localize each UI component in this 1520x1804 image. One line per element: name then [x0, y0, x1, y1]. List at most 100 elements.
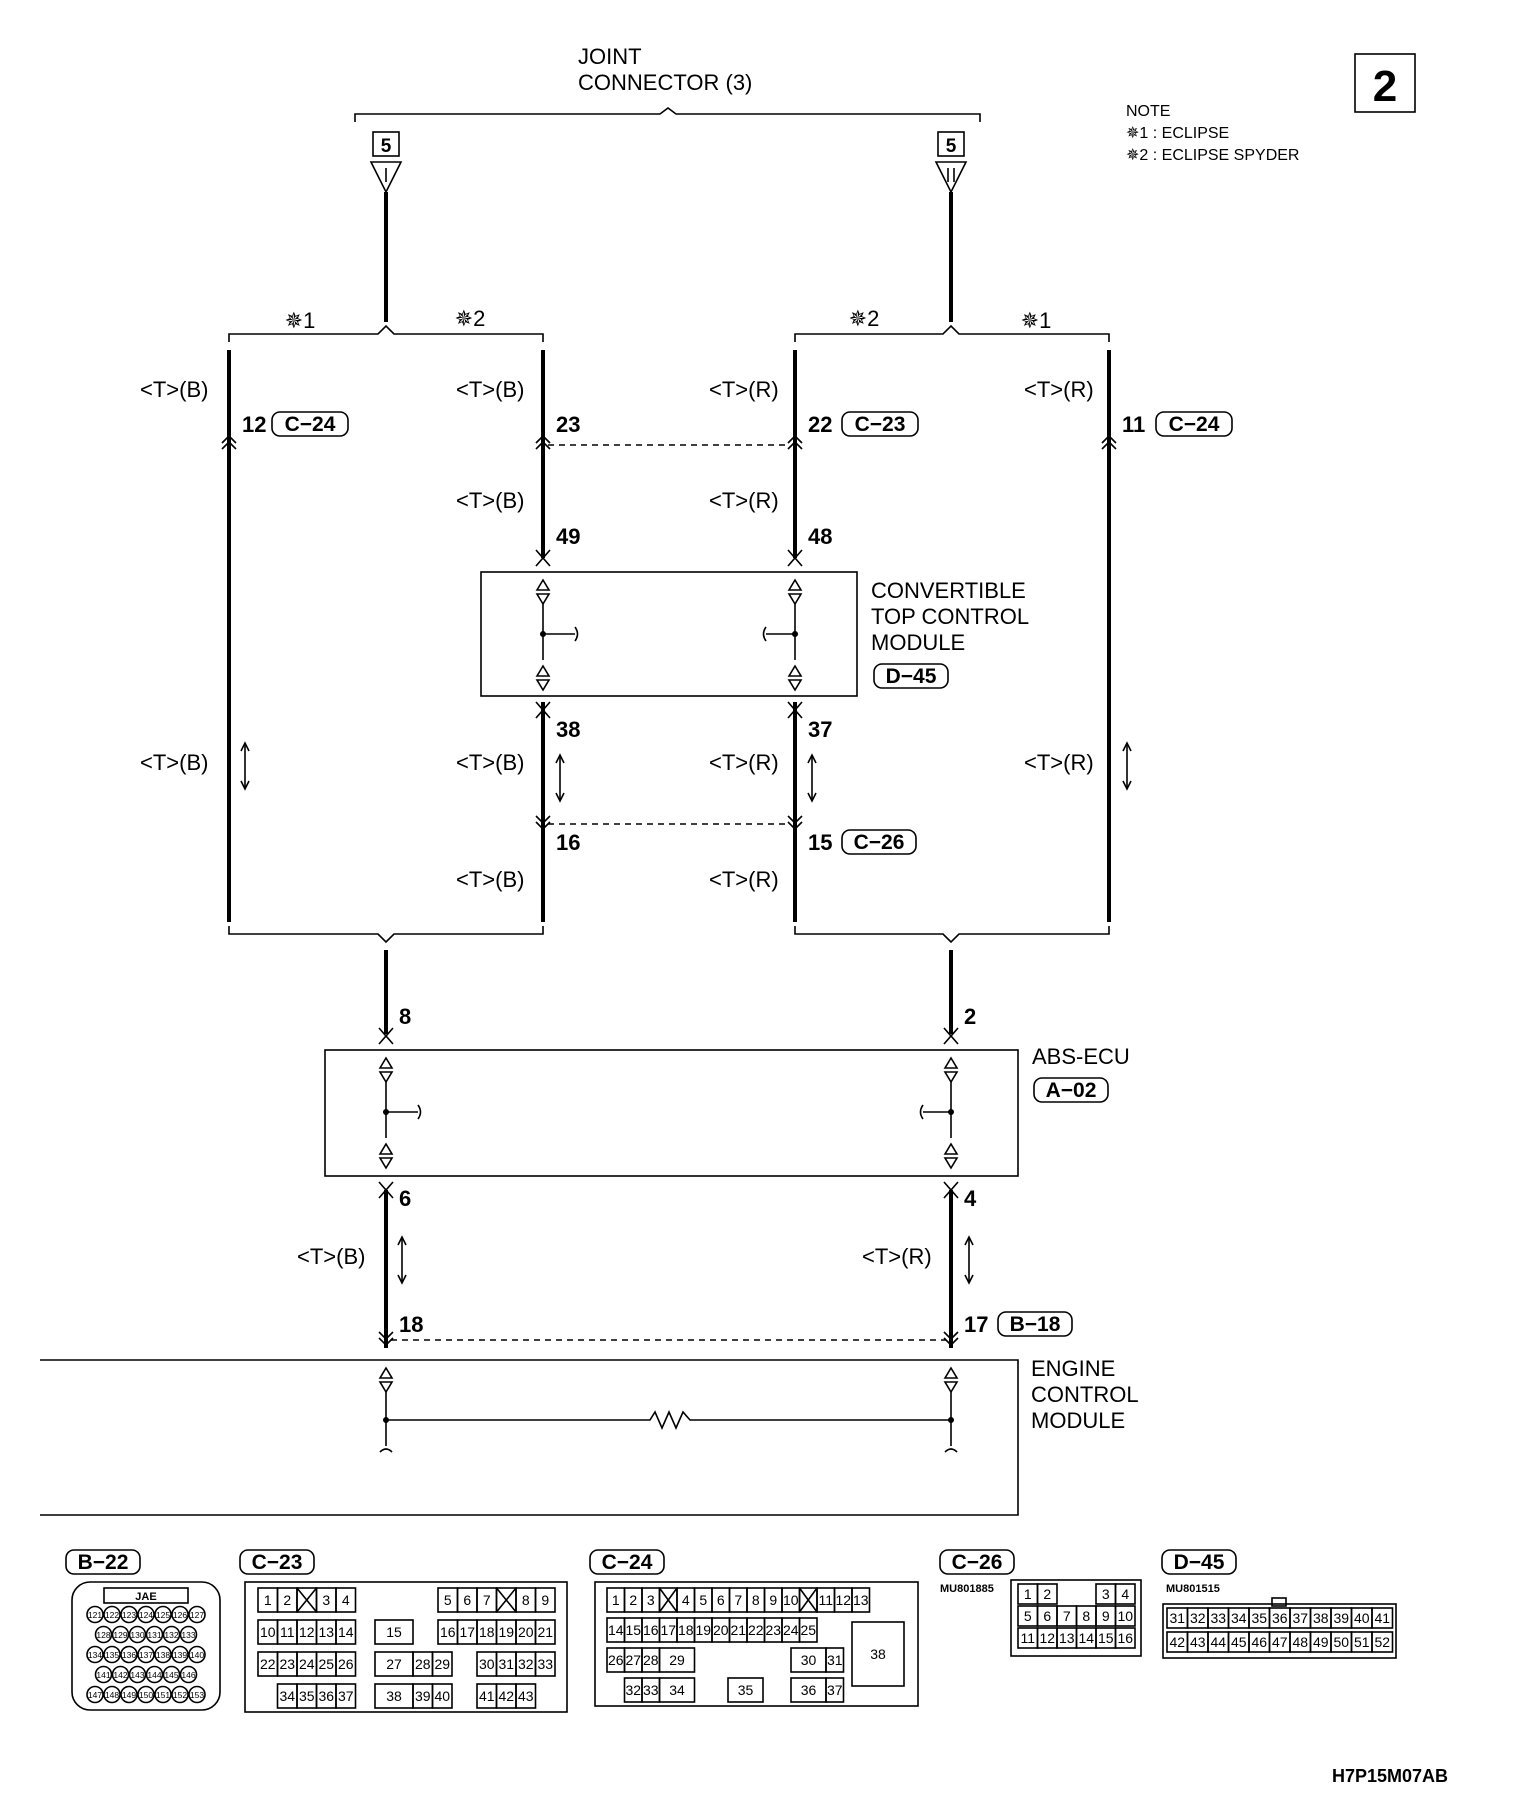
pin-15: 15 — [808, 830, 832, 855]
c26-pin-label: 13 — [1059, 1630, 1075, 1646]
b22-cell — [188, 1685, 206, 1704]
abs-internal-left — [379, 1057, 422, 1169]
c26-pin-label: 16 — [1117, 1630, 1133, 1646]
b22-pin-label: 130 — [130, 1630, 144, 1640]
b22-cell — [162, 1625, 181, 1644]
c23-pin-label: 19 — [498, 1624, 514, 1640]
b22-pin-label: 125 — [156, 1610, 170, 1620]
view-code-c23: C−23 — [252, 1551, 303, 1574]
joint-pin-box-left — [372, 131, 400, 157]
b22-cell — [120, 1685, 138, 1704]
joint-connector-brace — [354, 107, 981, 122]
b22-cell — [145, 1665, 164, 1684]
c23-pin-label: 29 — [434, 1656, 450, 1672]
connector-tag-b18 — [997, 1311, 1073, 1337]
b22-cell — [111, 1665, 130, 1684]
b22-pin-label: 139 — [173, 1650, 187, 1660]
c24-cell — [658, 1647, 696, 1673]
c24-pin-label: 12 — [835, 1592, 851, 1608]
c23-cell — [515, 1683, 537, 1709]
wire-color-label: <T>(B) — [456, 377, 524, 402]
c24-pin-label: 23 — [765, 1622, 781, 1638]
c24-pin-label: 38 — [870, 1646, 886, 1662]
d45-pin-label: 46 — [1251, 1634, 1267, 1650]
b22-jae-label: JAE — [135, 1591, 156, 1603]
c23-pin-label: 25 — [318, 1656, 334, 1672]
c26-cell — [1114, 1605, 1136, 1627]
connector-tag-a02 — [1033, 1077, 1109, 1103]
b22-cell — [171, 1645, 189, 1664]
pin-16: 16 — [556, 830, 580, 855]
c24-pin-label: 35 — [738, 1682, 754, 1698]
engine-control-module-name: ENGINE — [1031, 1356, 1115, 1381]
joint-terminal-right — [934, 161, 968, 194]
view-code-d45: D−45 — [1174, 1551, 1225, 1574]
c24-cell — [658, 1677, 696, 1703]
b22-pin-label: 140 — [190, 1650, 204, 1660]
c24-pin-label: 36 — [801, 1682, 817, 1698]
connector-code-b18: B−18 — [1010, 1313, 1061, 1336]
b22-cell — [154, 1685, 172, 1704]
c23-pin-label: 26 — [338, 1656, 354, 1672]
c24-pin-label: 29 — [669, 1652, 685, 1668]
b22-cell — [179, 1625, 198, 1644]
d45-pin-label: 36 — [1272, 1610, 1288, 1626]
c24-pin-label: 18 — [678, 1622, 694, 1638]
variant-brace-bottom-left — [228, 926, 544, 944]
d45-pin-label: 31 — [1169, 1610, 1185, 1626]
c23-pin-label: 3 — [322, 1592, 330, 1608]
c23-cell — [335, 1619, 357, 1645]
c26-pin-label: 1 — [1024, 1586, 1032, 1602]
c23-pin-label: 2 — [283, 1592, 291, 1608]
c24-pin-label: 30 — [801, 1652, 817, 1668]
c24-blank-cavity — [798, 1587, 818, 1613]
c23-pin-label: 13 — [318, 1624, 334, 1640]
d45-pin-label: 43 — [1190, 1634, 1206, 1650]
c23-cell — [335, 1683, 357, 1709]
c23-pin-label: 33 — [537, 1656, 553, 1672]
wire-color-label: <T>(B) — [456, 867, 524, 892]
view-tag-c24 — [589, 1549, 665, 1575]
wire-color-label: <T>(R) — [709, 377, 779, 402]
wire-color-label: <T>(B) — [456, 750, 524, 775]
wire-color-label: <T>(R) — [709, 488, 779, 513]
b22-pin-label: 143 — [130, 1670, 144, 1680]
c24-pin-label: 11 — [818, 1592, 833, 1608]
wire-color-label: <T>(B) — [140, 377, 208, 402]
b22-cell — [86, 1645, 104, 1664]
wire-color-label: <T>(R) — [1024, 750, 1094, 775]
c24-pin-label: 37 — [827, 1682, 843, 1698]
connector-code-c26: C−26 — [854, 831, 905, 854]
convertible-top-module-name-2: TOP CONTROL — [871, 604, 1029, 629]
b22-pin-label: 152 — [173, 1690, 187, 1700]
c23-pin-label: 42 — [498, 1688, 514, 1704]
b22-pin-label: 135 — [105, 1650, 119, 1660]
c23-blank-cavity — [296, 1587, 318, 1613]
d45-pin-label: 33 — [1210, 1610, 1226, 1626]
ecm-internal — [379, 1367, 958, 1453]
c23-cell — [431, 1683, 453, 1709]
b22-cell — [94, 1625, 113, 1644]
d45-part-number: MU801515 — [1166, 1583, 1220, 1595]
c23-pin-label: 8 — [522, 1592, 530, 1608]
b22-pin-label: 129 — [113, 1630, 127, 1640]
abs-ecu-name: ABS-ECU — [1032, 1044, 1130, 1069]
b22-pin-label: 133 — [181, 1630, 195, 1640]
b22-cell — [145, 1625, 164, 1644]
d45-pin-label: 35 — [1251, 1610, 1267, 1626]
b22-cell — [103, 1645, 121, 1664]
c23-cell — [335, 1587, 357, 1613]
b22-cell — [154, 1605, 172, 1624]
engine-control-module-name-3: MODULE — [1031, 1408, 1125, 1433]
c24-pin-label: 7 — [734, 1592, 742, 1608]
connector-code-c24: C−24 — [285, 413, 336, 436]
ctcm-internal-right — [762, 579, 802, 691]
d45-pin-label: 42 — [1169, 1634, 1185, 1650]
b22-pin-label: 137 — [139, 1650, 153, 1660]
engine-control-module-name-2: CONTROL — [1031, 1382, 1139, 1407]
c26-cell — [1114, 1627, 1136, 1649]
b22-pin-label: 153 — [190, 1690, 204, 1700]
c23-pin-label: 14 — [338, 1624, 354, 1640]
connector-code-c23: C−23 — [855, 413, 906, 436]
